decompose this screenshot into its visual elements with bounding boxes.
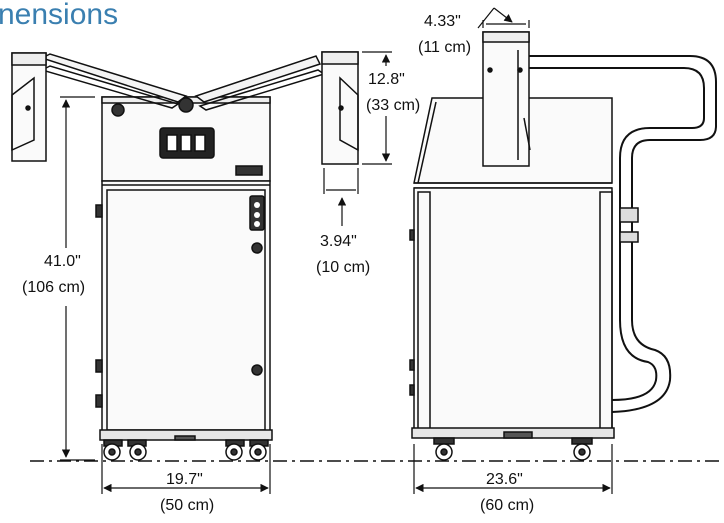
page-title: nensions xyxy=(0,0,118,31)
caster-wheel xyxy=(433,437,593,461)
door-latch-icon xyxy=(251,364,263,376)
duct-height-imperial-label: 12.8" xyxy=(368,71,405,88)
side-depth-metric-label: (60 cm) xyxy=(480,497,534,514)
duct-port-icon xyxy=(111,103,125,117)
brand-plate xyxy=(235,165,263,176)
height-metric-label: (106 cm) xyxy=(22,279,85,296)
duct-depth-metric-label: (10 cm) xyxy=(316,259,370,276)
duct-port-icon xyxy=(178,97,194,113)
duct-width-metric-label: (11 cm) xyxy=(418,39,471,56)
caster-wheel xyxy=(103,439,269,461)
front-width-imperial-label: 19.7" xyxy=(166,471,203,488)
door-latch-icon xyxy=(251,242,263,254)
duct-hose xyxy=(529,55,717,413)
front-view-unit xyxy=(95,96,273,461)
front-lower-cabinet xyxy=(101,180,271,437)
side-duct-head xyxy=(482,31,530,167)
dimension-lines xyxy=(60,7,613,494)
front-duct-arms xyxy=(11,51,359,165)
side-depth-imperial-label: 23.6" xyxy=(486,471,523,488)
side-view-unit xyxy=(409,31,717,461)
duct-width-imperial-label: 4.33" xyxy=(424,13,461,30)
duct-depth-imperial-label: 3.94" xyxy=(320,233,357,250)
side-lower-cabinet xyxy=(413,187,613,437)
duct-height-metric-label: (33 cm) xyxy=(366,97,420,114)
height-imperial-label: 41.0" xyxy=(44,253,81,270)
front-width-metric-label: (50 cm) xyxy=(160,497,214,514)
